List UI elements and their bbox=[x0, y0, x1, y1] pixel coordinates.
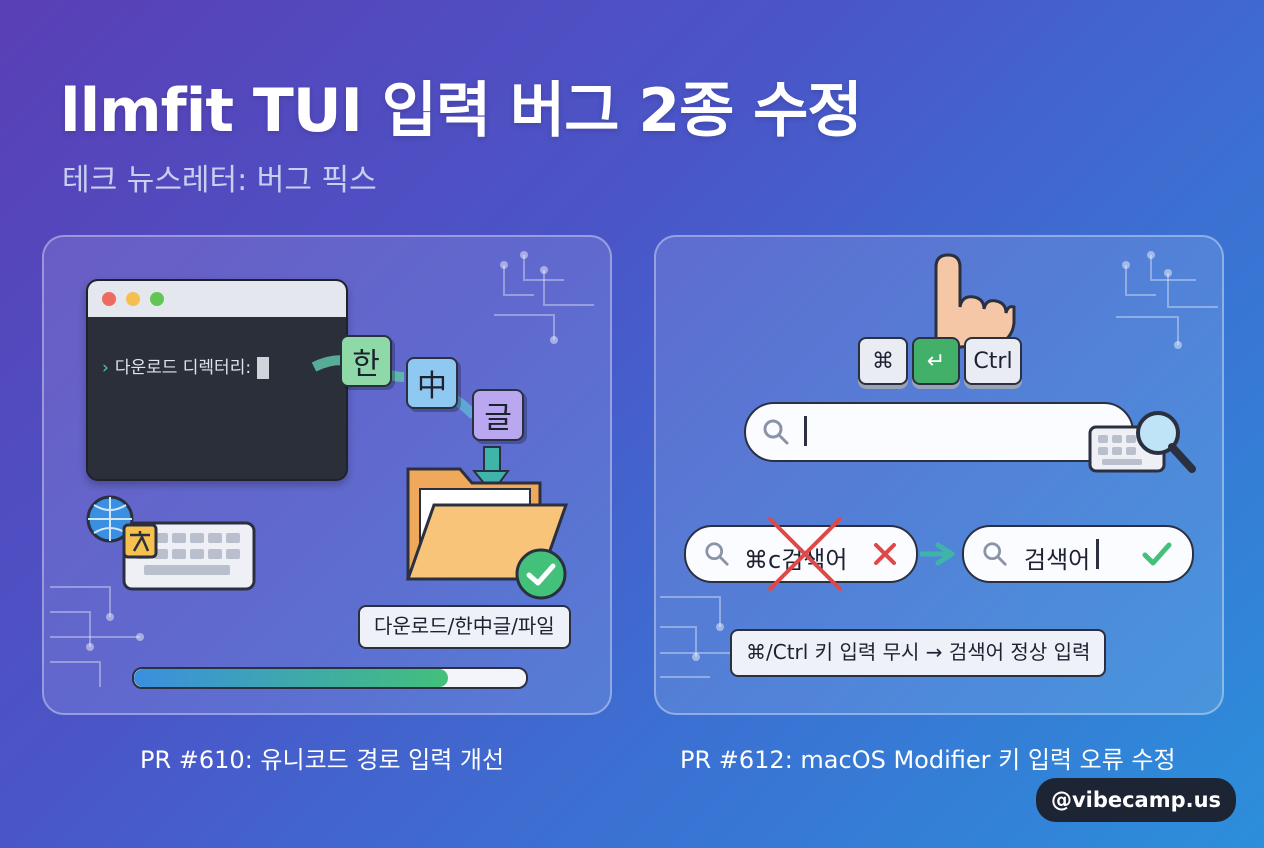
path-label: 다운로드/한中글/파일 bbox=[358, 605, 571, 649]
strike-cross-icon bbox=[768, 517, 842, 591]
terminal-prompt-text: 다운로드 디렉터리: bbox=[114, 358, 252, 378]
left-panel: ›다운로드 디렉터리: 한 中 글 다운로드/한中글/파일 bbox=[42, 235, 612, 715]
search-icon bbox=[705, 542, 729, 566]
maximize-dot-icon bbox=[150, 292, 164, 306]
text-cursor bbox=[257, 357, 270, 379]
correct-search-text: 검색어 bbox=[1024, 546, 1091, 574]
folder-icon bbox=[405, 467, 569, 581]
hangul-tile-geul: 글 bbox=[472, 389, 524, 441]
circuit-decoration-icon bbox=[494, 251, 594, 344]
hanja-tile-zhong: 中 bbox=[406, 357, 458, 409]
terminal-titlebar bbox=[88, 281, 346, 317]
text-cursor bbox=[804, 416, 807, 446]
checkmark-icon bbox=[515, 548, 567, 600]
right-panel: ⌘ ↵ Ctrl ⌘c검색어 검색어 bbox=[654, 235, 1224, 715]
search-icon bbox=[763, 419, 789, 445]
progress-fill bbox=[134, 669, 448, 687]
enter-key[interactable]: ↵ bbox=[912, 337, 960, 385]
search-input[interactable] bbox=[744, 402, 1134, 462]
globe-translate-icon bbox=[86, 495, 158, 559]
terminal-prompt[interactable]: ›다운로드 디렉터리: bbox=[102, 353, 270, 379]
wrong-search-input[interactable]: ⌘c검색어 bbox=[684, 517, 918, 591]
cross-icon bbox=[874, 543, 896, 565]
arrow-right-icon bbox=[920, 542, 955, 566]
page-subtitle: 테크 뉴스레터: 버그 픽스 bbox=[62, 163, 377, 198]
left-caption: PR #610: 유니코드 경로 입력 개선 bbox=[140, 746, 505, 774]
circuit-decoration-icon bbox=[1116, 251, 1218, 349]
page-title: llmfit TUI 입력 버그 2종 수정 bbox=[60, 76, 863, 146]
magnifier-icon bbox=[1088, 411, 1196, 473]
terminal-window: ›다운로드 디렉터리: bbox=[86, 279, 348, 481]
checkmark-icon bbox=[1142, 542, 1172, 566]
cmd-key[interactable]: ⌘ bbox=[858, 337, 908, 385]
progress-bar bbox=[132, 667, 528, 689]
right-caption: PR #612: macOS Modifier 키 입력 오류 수정 bbox=[680, 746, 1176, 774]
hangul-tile-han: 한 bbox=[340, 335, 392, 387]
handle-badge[interactable]: @vibecamp.us bbox=[1036, 778, 1236, 822]
fix-note: ⌘/Ctrl 키 입력 무시 → 검색어 정상 입력 bbox=[730, 629, 1107, 677]
search-icon bbox=[983, 542, 1007, 566]
circuit-decoration-icon bbox=[50, 586, 144, 687]
minimize-dot-icon bbox=[126, 292, 140, 306]
prompt-chevron-icon: › bbox=[102, 358, 109, 378]
text-cursor bbox=[1096, 539, 1099, 569]
close-dot-icon bbox=[102, 292, 116, 306]
ctrl-key[interactable]: Ctrl bbox=[964, 337, 1022, 385]
wrong-search-text: ⌘c검색어 bbox=[744, 546, 848, 574]
correct-search-input[interactable]: 검색어 bbox=[962, 525, 1194, 583]
